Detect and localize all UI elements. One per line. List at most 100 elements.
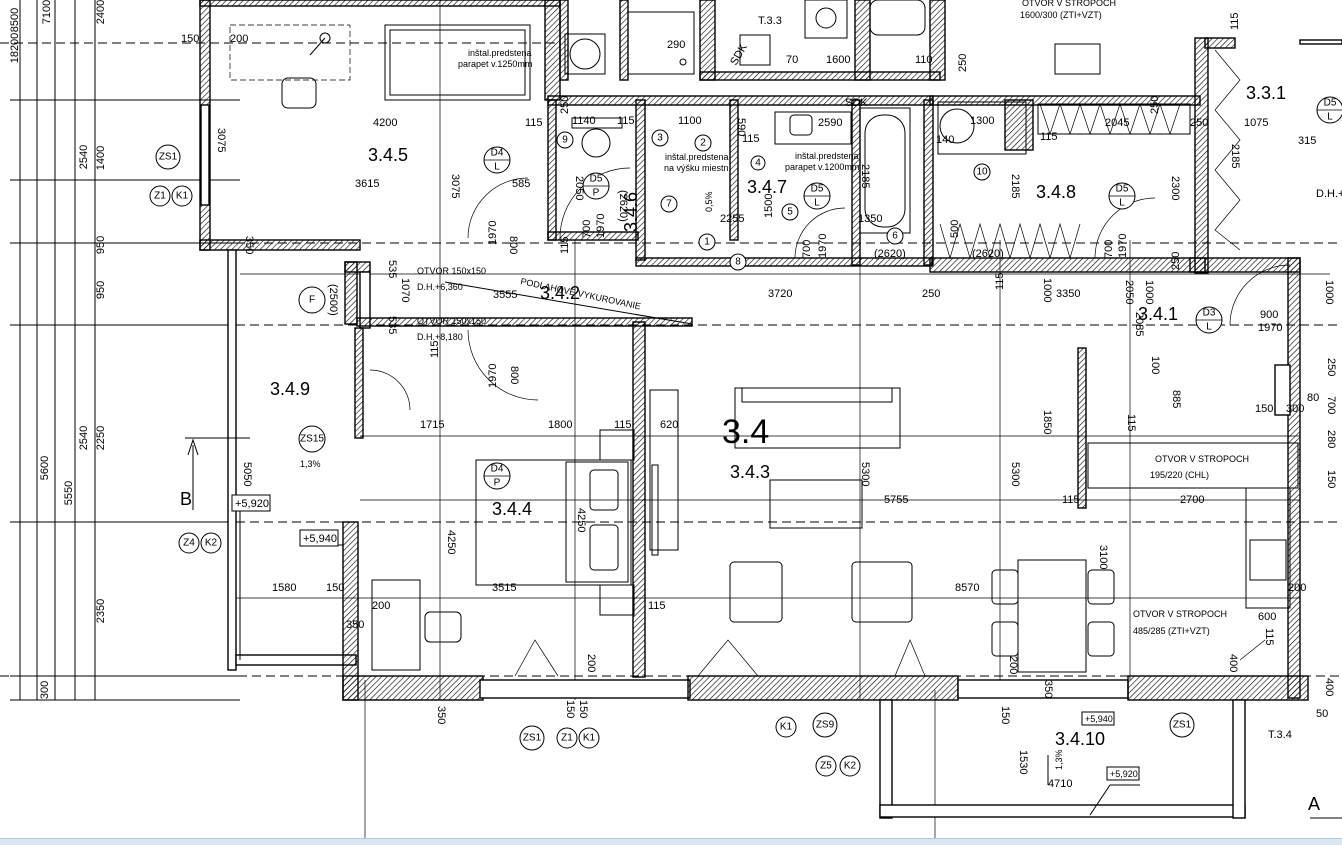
tag-z5: Z5 (820, 761, 832, 772)
dim-3615: 3615 (355, 178, 379, 190)
note-slope-loggia: 1,3% (300, 459, 321, 469)
room-3-4-3: 3.4.3 (730, 462, 770, 482)
dim-5300-b: 5300 (1009, 462, 1021, 486)
dim-1600: 1600 (826, 54, 850, 66)
dim-left-7100: 7100 (41, 0, 53, 24)
note-sdk-2: SDK (728, 41, 750, 67)
fixture-tag-4: 4 (755, 158, 761, 169)
dim-4710: 4710 (1048, 778, 1072, 790)
dim-250: 250 (559, 96, 571, 114)
room-3-4-4: 3.4.4 (492, 499, 532, 519)
door-tag-d5-l-utility: D5 L (1108, 182, 1136, 210)
room-3-4-5: 3.4.5 (368, 145, 408, 165)
dim-1000-b: 1000 (1143, 280, 1155, 304)
dim-280: 280 (1325, 430, 1337, 448)
dim-250-i: 250 (1170, 252, 1182, 270)
dim-700-b: 700 (801, 240, 813, 258)
dim-3515: 3515 (492, 582, 516, 594)
dim-2700: 2700 (1180, 494, 1204, 506)
note-opening-chl: OTVOR V STROPOCH (1155, 454, 1249, 464)
fixture-tag-5: 5 (787, 207, 793, 218)
tag-k1-living: K1 (780, 722, 793, 733)
dim-left-950b: 950 (95, 281, 107, 299)
dim-250-f: 250 (1149, 96, 1161, 114)
door-tag-d5-r-code: D5 (1324, 98, 1337, 109)
dim-left-2250: 2250 (95, 426, 107, 450)
dim-left-5600: 5600 (39, 456, 51, 480)
note-opening-right: OTVOR V STROPOCH (1133, 609, 1227, 619)
tag-zs1-balcony: ZS1 (1173, 720, 1192, 731)
dim-115-m: 115 (1263, 628, 1275, 646)
tag-zs9: ZS9 (816, 720, 835, 731)
note-opening-2-level: D.H.+8,180 (417, 332, 463, 342)
circle-tags: ZS1 Z1 K1 F ZS15 Z4 K2 ZS1 Z1 K1 K1 ZS9 … (149, 96, 1342, 777)
dim-1000: 1000 (1041, 278, 1053, 302)
door-tag-d3-code: D3 (1203, 308, 1216, 319)
tag-f: F (309, 295, 315, 306)
room-3-4-6: 3.4.6 (621, 192, 641, 232)
dim-115: 115 (525, 117, 543, 129)
dim-115-g: 115 (429, 340, 441, 358)
dim-left-18200: 18200 (9, 33, 21, 64)
dim-1850: 1850 (1041, 410, 1053, 434)
dim-5755: 5755 (884, 494, 908, 506)
dim-150-f: 150 (564, 700, 576, 718)
tag-z1-bottom: Z1 (561, 733, 573, 744)
dim-290: 290 (667, 39, 685, 51)
dim-1970-d: 1970 (1117, 234, 1129, 258)
dimension-text: 150 200 4200 115 3075 3615 585 350 3075 … (181, 12, 1337, 790)
dim-2185-b: 2185 (1009, 174, 1021, 198)
dim-1970-c: 1970 (817, 234, 829, 258)
dim-2255: 2255 (720, 213, 744, 225)
door-tag-d5-l-side: L (814, 198, 820, 209)
dim-1000-c: 1000 (1323, 280, 1335, 304)
dim-315: 315 (1298, 135, 1316, 147)
level-5920-loggia: +5,920 (235, 498, 269, 510)
note-opening-right-size: 485/285 (ZTI+VZT) (1133, 626, 1210, 636)
dim-115-b: 115 (617, 115, 635, 127)
room-3-4-2: 3.4.2 (540, 283, 580, 303)
dim-800: 800 (507, 236, 519, 254)
dim-1715: 1715 (420, 419, 444, 431)
fixture-tag-9: 9 (562, 135, 568, 146)
tag-z4: Z4 (183, 538, 195, 549)
dim-700-c: 700 (1103, 240, 1115, 258)
fixture-tag-1: 1 (704, 237, 710, 248)
dim-600: 600 (1258, 611, 1276, 623)
dim-115-j: 115 (1125, 414, 1137, 432)
dim-400-b: 400 (1227, 654, 1239, 672)
door-tag-d4-p-side: P (494, 478, 501, 489)
note-opening-chl-size: 195/220 (CHL) (1150, 470, 1209, 480)
dim-200-c: 200 (1288, 582, 1306, 594)
dim-2590: 2590 (818, 117, 842, 129)
dim-4200: 4200 (373, 117, 397, 129)
fixtures (229, 0, 1299, 673)
level-5940-balcony: +5,940 (1085, 714, 1113, 724)
door-tag-d3: D3 L (1195, 306, 1223, 334)
dim-700: 700 (581, 220, 593, 238)
fixture-tag-2: 2 (700, 138, 706, 149)
dim-left-950a: 950 (95, 236, 107, 254)
tag-z1-top: Z1 (154, 191, 166, 202)
fixture-tag-7: 7 (666, 199, 672, 210)
dim-left-2540b: 2540 (78, 426, 90, 450)
dim-2620-c: (2620) (972, 248, 1004, 260)
window-bottom-bar (0, 838, 1342, 845)
note-room-height: na výšku miestn. (664, 163, 731, 173)
dim-535-b: 535 (386, 316, 398, 334)
note-ceiling-opening-top-size: 1600/300 (ZTI+VZT) (1020, 10, 1102, 20)
note-opening-1: OTVOR 150x150 (417, 266, 486, 276)
dim-1075: 1075 (1244, 117, 1268, 129)
room-3-4-10: 3.4.10 (1055, 729, 1105, 749)
room-labels: 3.4.5 3.4.6 3.4.7 3.4.8 3.3.1 3.4.2 3.4.… (270, 83, 1286, 749)
door-tag-d5-l-code: D5 (811, 184, 824, 195)
dim-left-5550: 5550 (63, 481, 75, 505)
dim-535: 535 (386, 260, 398, 278)
dim-150-e: 150 (326, 582, 344, 594)
dim-110: 110 (915, 54, 933, 66)
dim-2620-b: (2620) (874, 248, 906, 260)
dim-500: 500 (949, 220, 961, 238)
dim-150-d: 150 (1325, 470, 1337, 488)
room-3-4-8: 3.4.8 (1036, 182, 1076, 202)
